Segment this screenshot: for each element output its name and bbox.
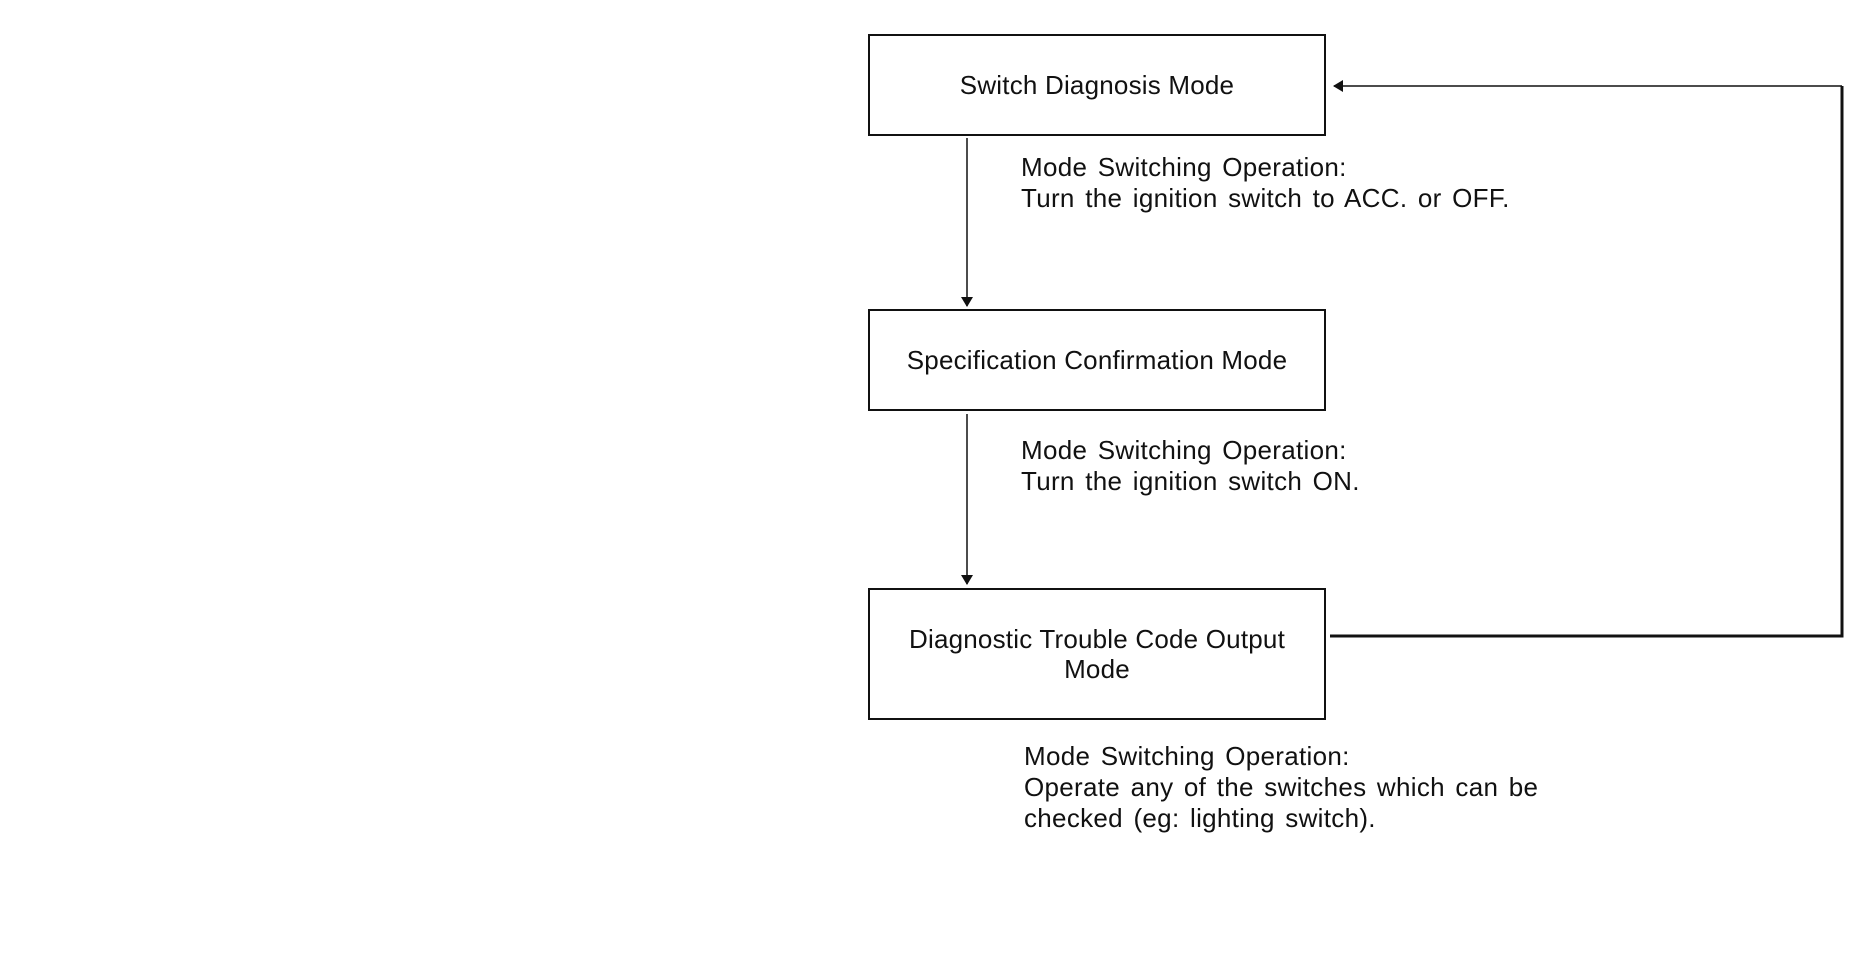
note-3-line-1: Operate any of the switches which can be (1024, 772, 1539, 802)
switch-diagnosis-mode-box: Switch Diagnosis Mode (868, 34, 1326, 136)
note-1-heading: Mode Switching Operation: (1021, 152, 1347, 182)
switch-diagnosis-mode-label: Switch Diagnosis Mode (959, 70, 1235, 100)
note-2-line-1: Turn the ignition switch ON. (1021, 466, 1360, 496)
note-2-heading: Mode Switching Operation: (1021, 435, 1347, 465)
note-3-line-2: checked (eg: lighting switch). (1024, 803, 1376, 833)
note-1-line-1: Turn the ignition switch to ACC. or OFF. (1021, 183, 1510, 213)
return-line-dtc-to-switch (1330, 86, 1844, 638)
mode-switching-note-2: Mode Switching Operation: Turn the ignit… (1021, 435, 1360, 497)
mode-switching-note-1: Mode Switching Operation: Turn the ignit… (1021, 152, 1510, 214)
specification-confirmation-mode-box: Specification Confirmation Mode (868, 309, 1326, 411)
mode-switching-note-3: Mode Switching Operation: Operate any of… (1024, 741, 1538, 834)
note-3-heading: Mode Switching Operation: (1024, 741, 1350, 771)
diagnostic-trouble-code-output-mode-box: Diagnostic Trouble Code Output Mode (868, 588, 1326, 720)
specification-confirmation-mode-label: Specification Confirmation Mode (906, 345, 1288, 375)
diagnostic-trouble-code-output-mode-label: Diagnostic Trouble Code Output Mode (909, 624, 1285, 684)
